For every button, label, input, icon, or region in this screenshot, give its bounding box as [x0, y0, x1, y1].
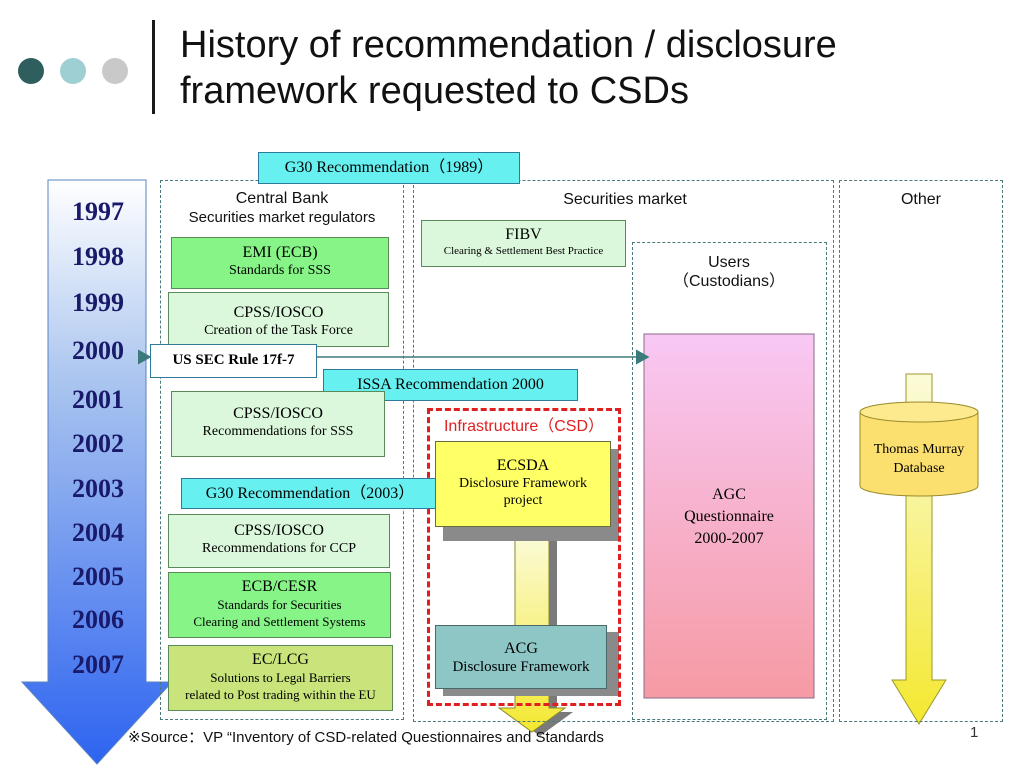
cpss-sss-title: CPSS/IOSCO — [233, 405, 323, 422]
securities-market-label: Securities market — [563, 191, 687, 208]
ec-lcg-subtitle-1: Solutions to Legal Barriers — [210, 670, 351, 685]
header-dot-light — [60, 58, 86, 84]
page-number: 1 — [970, 724, 979, 741]
agc-line1: AGC — [712, 486, 746, 503]
ecsda-subtitle-1: Disclosure Framework — [459, 476, 587, 491]
title-line-1: History of recommendation / disclosure — [180, 24, 837, 66]
users-frame — [632, 242, 827, 720]
emi-box: EMI (ECB) Standards for SSS — [171, 237, 389, 289]
timeline-arrow — [20, 179, 174, 765]
ec-lcg-title: EC/LCG — [252, 651, 309, 668]
ecsda-title: ECSDA — [496, 457, 550, 474]
central-bank-label-line1: Central Bank — [235, 190, 329, 207]
agc-line2: Questionnaire — [684, 508, 774, 525]
us-sec-rule-box: US SEC Rule 17f-7 — [150, 344, 317, 378]
infrastructure-frame — [427, 408, 621, 706]
central-bank-label: Central Bank Securities market regulator… — [162, 189, 402, 227]
ecb-cesr-box: ECB/CESR Standards for Securities Cleari… — [168, 572, 391, 638]
emi-title: EMI (ECB) — [242, 244, 318, 261]
users-label: Users （Custodians） — [634, 253, 824, 291]
agc-line3: 2000-2007 — [694, 530, 764, 547]
ecsda-subtitle-2: project — [503, 493, 543, 508]
year-1999: 1999 — [72, 288, 124, 317]
fibv-title: FIBV — [505, 226, 542, 243]
year-1997: 1997 — [72, 197, 124, 226]
header-dot-gray — [102, 58, 128, 84]
cpss-task-force-title: CPSS/IOSCO — [233, 304, 324, 321]
year-2004: 2004 — [72, 518, 124, 547]
users-label-line2: （Custodians） — [672, 273, 786, 290]
year-2007: 2007 — [72, 650, 124, 679]
cpss-ccp-subtitle: Recommendations for CCP — [202, 541, 356, 556]
agc-box: AGC Questionnaire 2000-2007 — [644, 484, 814, 550]
g30-1989-box: G30 Recommendation（1989） — [258, 152, 520, 184]
title-divider — [152, 20, 155, 114]
year-2000: 2000 — [72, 336, 124, 365]
ecb-cesr-subtitle-1: Standards for Securities — [217, 597, 342, 612]
cpss-ccp-title: CPSS/IOSCO — [234, 522, 324, 539]
header-dot-dark — [18, 58, 44, 84]
cpss-task-force-box: CPSS/IOSCO Creation of the Task Force — [168, 292, 389, 347]
emi-subtitle: Standards for SSS — [229, 263, 331, 278]
acg-box: ACG Disclosure Framework — [435, 625, 607, 689]
securities-market-frame — [413, 180, 834, 722]
year-1998: 1998 — [72, 242, 124, 271]
ecb-cesr-subtitle-2: Clearing and Settlement Systems — [193, 614, 366, 629]
fibv-subtitle: Clearing & Settlement Best Practice — [443, 245, 604, 257]
thomas-murray-database: Thomas Murray Database — [858, 440, 980, 478]
thomas-murray-line2: Database — [893, 461, 945, 476]
agc-box-bg — [643, 333, 815, 699]
other-frame — [839, 180, 1003, 722]
year-2001: 2001 — [72, 385, 124, 414]
cpss-sss-subtitle: Recommendations for SSS — [202, 424, 354, 439]
fibv-box: FIBV Clearing & Settlement Best Practice — [421, 220, 626, 267]
database-cylinder — [859, 411, 979, 497]
source-note: ※Source：VP “Inventory of CSD-related Que… — [128, 729, 604, 746]
thomas-murray-line1: Thomas Murray — [873, 442, 965, 457]
other-label: Other — [900, 191, 941, 208]
ecsda-box: ECSDA Disclosure Framework project — [435, 441, 611, 527]
users-label-line1: Users — [708, 254, 750, 271]
year-2002: 2002 — [72, 429, 124, 458]
cpss-sss-box: CPSS/IOSCO Recommendations for SSS — [171, 391, 385, 457]
central-bank-label-line2: Securities market regulators — [188, 209, 376, 226]
year-2003: 2003 — [72, 474, 124, 503]
cpss-task-force-subtitle: Creation of the Task Force — [204, 323, 353, 338]
ec-lcg-box: EC/LCG Solutions to Legal Barriers relat… — [168, 645, 393, 711]
ecb-cesr-title: ECB/CESR — [241, 578, 318, 595]
acg-title: ACG — [504, 640, 538, 657]
slide-title: History of recommendation / disclosure f… — [180, 22, 837, 114]
infrastructure-label: Infrastructure（CSD） — [443, 418, 605, 435]
title-line-2: framework requested to CSDs — [180, 70, 689, 112]
year-2005: 2005 — [72, 562, 124, 591]
ec-lcg-subtitle-2: related to Post trading within the EU — [185, 687, 376, 702]
g30-2003-box: G30 Recommendation（2003） — [181, 478, 439, 509]
acg-subtitle: Disclosure Framework — [452, 659, 590, 675]
year-2006: 2006 — [72, 605, 124, 634]
cpss-ccp-box: CPSS/IOSCO Recommendations for CCP — [168, 514, 390, 568]
